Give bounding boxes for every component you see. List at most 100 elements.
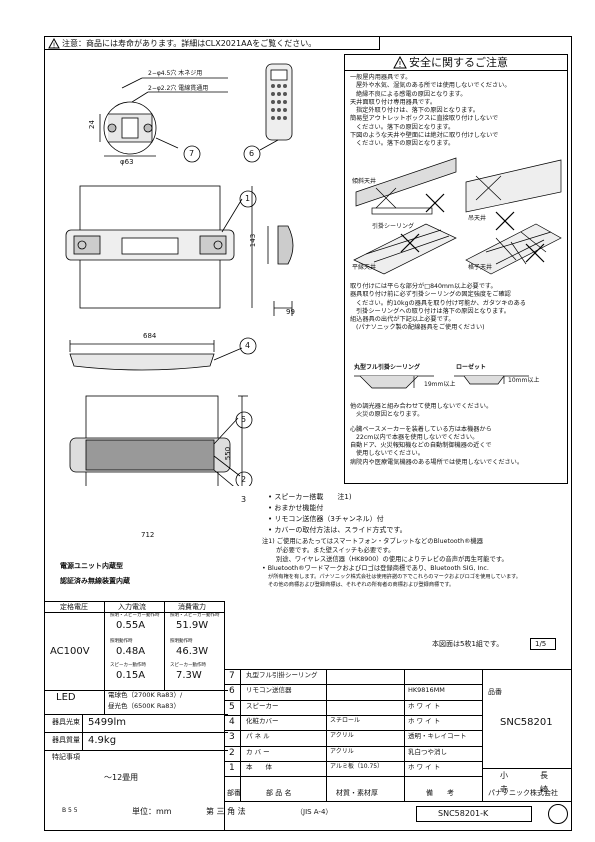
sign-mark: 小 [500,771,508,780]
fitting-dim: 19mm以上 [424,381,456,388]
special-value: 〜12畳用 [104,773,139,782]
note-line: • Bluetooth®ワードマークおよびロゴは登録商標であり、Bluetoot… [262,565,489,572]
safety-line: 22cm以内で本器を使用しないでください。 [356,433,479,441]
safety-line: 屋外や水気、湿気のある所では使用しないでください。 [356,82,511,90]
safety-line: 火災の原因となります。 [356,411,424,419]
sign-mark: 長 [540,771,548,780]
mode-label: 照明・スピーカー動作時 [170,613,220,618]
parts-header-note: 備 考 [426,789,454,797]
parts-header-material: 材質・素材厚 [336,789,378,797]
safety-line: 簡易型アウトレットボックスに直接取り付けしないで [350,115,499,123]
dim-143: 143 [249,233,258,248]
callout-2: 2 [241,475,247,484]
callout-1: 1 [245,194,251,203]
input-current: 0.48A [116,646,146,657]
safety-line: ください。落下の原因となります。 [356,123,455,131]
note-line: 別途、ワイヤレス送信器（HK8900）の使用によりテレビの音声が再生可能です。 [276,556,508,563]
ceiling-label: 格子天井 [468,264,493,271]
safety-line: 自動ドア、火災報知機などの自動制御機器の近くで [350,442,492,450]
footer-std: （JIS A-4） [296,808,333,816]
footer-code: B 5 5 [62,807,78,814]
hole-a-label: 2−φ4.5穴 木ネジ用 [148,70,203,77]
part-no: 6 [229,686,235,697]
callout-3: 3 [241,495,247,504]
hole-b-label: 2−φ2.2穴 電線貫通用 [148,85,209,92]
sheet-number: 1/5 [535,640,547,648]
dim-24: 24 [87,120,96,129]
safety-line: 絶縁不良による感電の原因となります。 [356,90,467,98]
dim-550: 550 [224,446,233,461]
notice-box [44,36,380,50]
part-no: 4 [229,716,235,727]
safety-line: 病院内や医療電気機器のある場所では使用しないでください。 [350,458,524,466]
svg-text:!: ! [398,60,401,69]
safety-block-3: 他の調光器と組み合わせて使用しないでください。 火災の原因となります。 心臓ペー… [350,403,523,467]
notes: 注1) ご使用にあたってはスマートフォン・タブレットなどのBluetooth®機… [262,537,521,589]
flux-label: 器具光束 [52,718,80,726]
note-line: が必要です。また壁スイッチも必要です。 [276,547,395,554]
safety-line: 指定外取り付けは、落下の原因となります。 [356,107,479,115]
part-color: 乳白つや消し [408,747,447,756]
dim-99: 99 [286,308,295,316]
callout-7: 7 [189,149,195,158]
part-color: ホ ワ イ ト [408,762,441,771]
input-current: 0.55A [116,620,146,631]
part-name: パ ネ ル [246,732,270,741]
part-material: アクリル [330,747,354,755]
note-line: その他の商標および登録商標は、それぞれの所有者の商標および登録商標です。 [268,582,455,588]
fitting-label: 丸型フル引掛シーリング [354,364,421,371]
input-current: 0.15A [116,670,146,681]
part-name: スピーカー [246,701,279,710]
safety-line: 使用しないでください。 [356,450,424,458]
power-value: 7.3W [176,670,202,681]
part-no: 5 [229,701,235,712]
spec-header: 入力電流 [118,603,146,611]
spec-header: 定格電圧 [60,603,88,611]
mode-label: スピーカー動作時 [170,663,206,668]
part-no: 7 [229,671,235,681]
fitting-label: ローゼット [456,364,487,371]
mode-label: 照明動作時 [170,639,193,644]
parts-header-no: 部番 [227,789,241,797]
cert-note: 認証済み無線装置内蔵 [60,577,130,585]
led-color-1: 電球色（2700K Ra83）/ [108,691,183,699]
safety-line: ください。落下の原因となります。 [356,140,455,148]
feature-item: • リモコン送信器（3チャンネル）付 [268,515,384,523]
safety-line: 天井面取り付け専用器具です。 [350,98,437,106]
product-number: SNC58201 [500,717,553,728]
part-name: カ バ ー [246,747,270,756]
safety-line: (パナソニック製の配線器具をご使用ください) [356,324,485,332]
parts-header-name: 部 品 名 [266,789,292,797]
company-name: パナソニック株式会社 [488,789,558,797]
ceiling-fitting-part [103,101,157,155]
spec-header: 消費電力 [178,603,206,611]
dim-684: 684 [143,332,157,340]
sheet-info: 本図面は5枚1組です。 [432,640,504,648]
callout-5: 5 [241,415,247,424]
ceiling-label: 平縁天井 [352,264,377,271]
technical-drawing [65,63,294,486]
product-label: 品番 [488,688,502,696]
part-color: HK9816MM [408,686,445,695]
safety-line: 取り付けには平らな部分が□840mm以上必要です。 [350,283,497,290]
safety-line: 組込器具の出代が下記以上必要です。 [350,316,455,324]
mode-label: 照明動作時 [110,639,133,644]
part-material: アルミ板（10.75） [330,762,384,770]
safety-block-1: 一般屋内用器具です。 屋外や水気、湿気のある所では使用しないでください。 絶縁不… [350,74,511,149]
part-material: アクリル [330,732,354,740]
ceiling-label: 傾斜天井 [352,178,377,185]
power-unit: 電源ユニット内蔵型 [60,562,123,570]
part-material: スチロール [330,716,361,724]
svg-text:!: ! [53,42,56,50]
part-color: ホ ワ イ ト [408,716,441,725]
power-value: 46.3W [176,646,209,657]
part-name: 丸型フル引掛シーリング [246,671,318,679]
part-color: ホ ワ イ ト [408,701,441,710]
power-value: 51.9W [176,620,209,631]
ceiling-label: 吊天井 [468,215,487,222]
note-line: が所有権を有します。パナソニック株式会社は使用許諾の下でこれらのマークおよびロゴ… [268,574,521,580]
feature-list: • スピーカー搭載 注1) • おまかせ機能付 • リモコン送信器（3チャンネル… [268,492,407,536]
special-label: 特記事項 [52,753,80,761]
dim-63: φ63 [120,158,134,166]
safety-line: 器具取り付け前に必ず引掛シーリングの固定強度をご確認 [350,291,511,299]
